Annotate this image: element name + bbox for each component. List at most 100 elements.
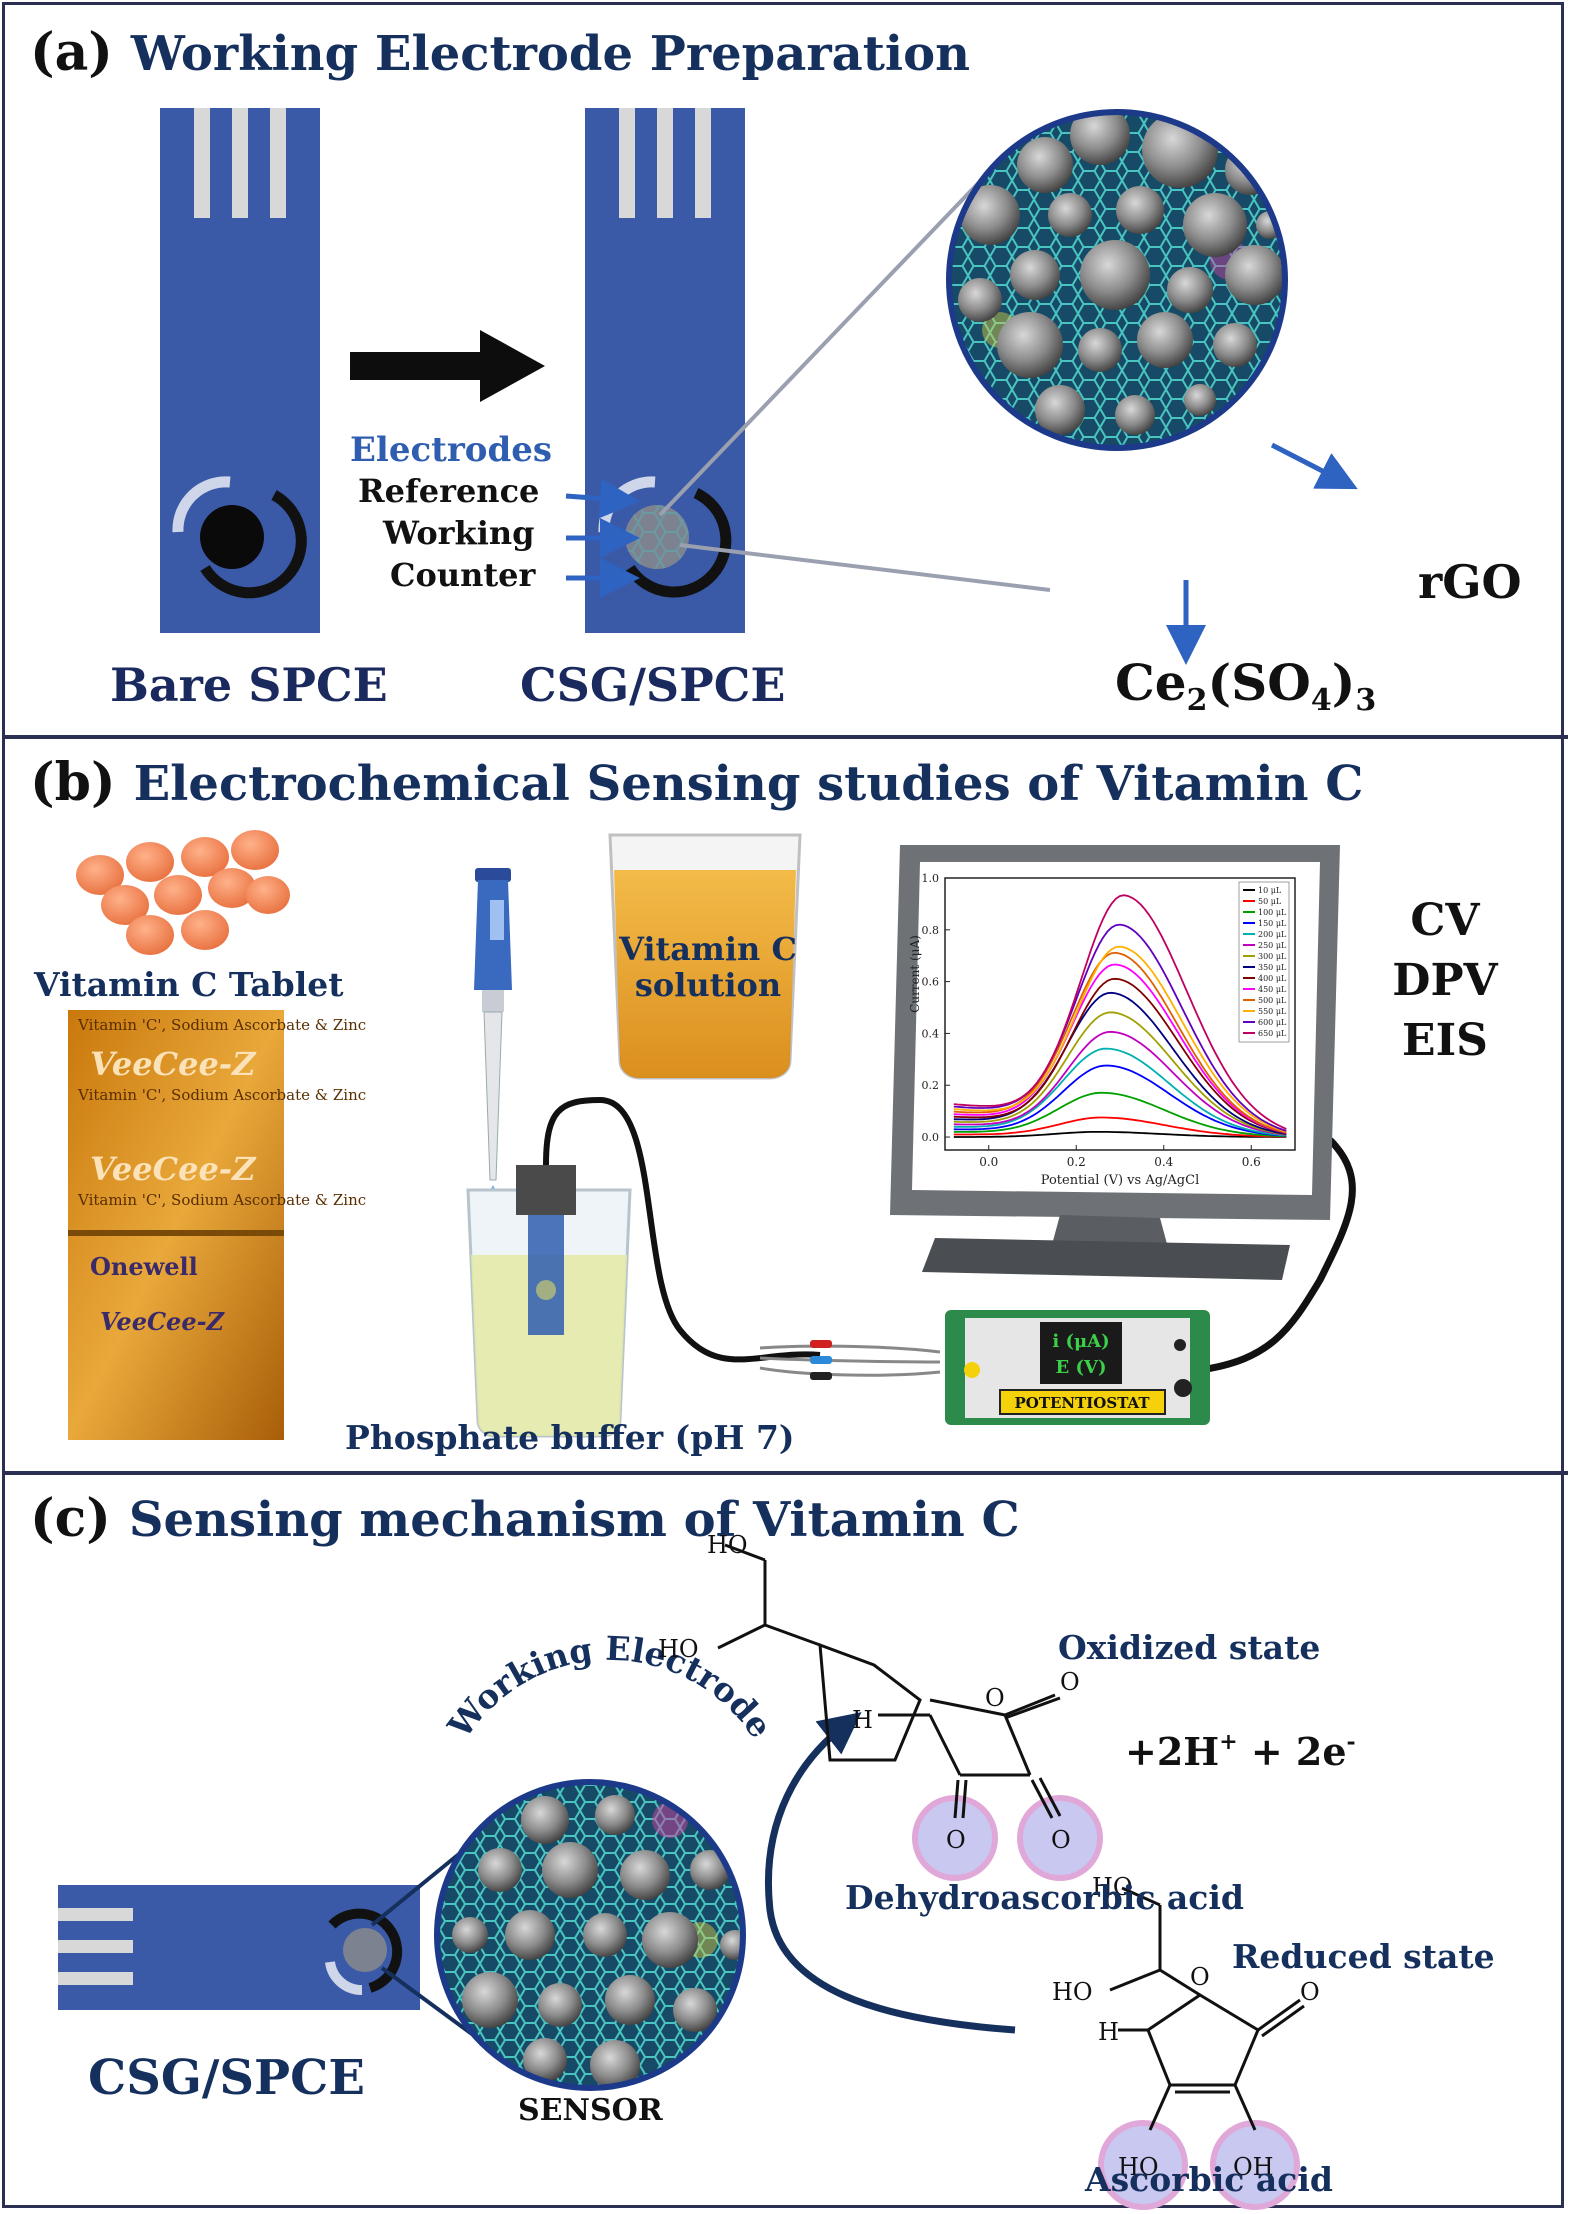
solution-label-2: solution bbox=[634, 966, 782, 1004]
reduced-state-label: Reduced state bbox=[1232, 1937, 1495, 1976]
legend-entry: 600 μL bbox=[1258, 1018, 1287, 1027]
series-line bbox=[953, 1030, 1287, 1136]
y-axis-label: Current (μA) bbox=[908, 935, 922, 1013]
legend-entry: 500 μL bbox=[1258, 996, 1287, 1005]
legend-entry: 300 μL bbox=[1258, 952, 1287, 961]
svg-text:E (V): E (V) bbox=[1056, 1357, 1107, 1378]
ascorbic-structure-icon: HO HO H O O HO OH bbox=[1052, 1873, 1320, 2210]
svg-text:O: O bbox=[1060, 1668, 1080, 1696]
legend-entry: 10 μL bbox=[1258, 886, 1282, 895]
legend-entry: 400 μL bbox=[1258, 974, 1287, 983]
bare-electrode-icon bbox=[160, 108, 320, 633]
ce2so43-label: Ce2(SO4)3 bbox=[1115, 653, 1376, 718]
panel-a-graphics: Ce2(SO4)3 bbox=[160, 108, 1376, 718]
panel-a-title: Working Electrode Preparation bbox=[130, 26, 971, 82]
modified-electrode-icon bbox=[585, 108, 745, 633]
csg-spce-label: CSG/SPCE bbox=[520, 658, 786, 712]
svg-text:O: O bbox=[1051, 1826, 1071, 1854]
svg-text:VeeCee-Z: VeeCee-Z bbox=[90, 1045, 257, 1083]
y-tick-label: 0.2 bbox=[922, 1079, 940, 1092]
x-tick-label: 0.0 bbox=[979, 1155, 998, 1169]
y-tick-label: 0.8 bbox=[922, 924, 940, 937]
legend-entry: 550 μL bbox=[1258, 1007, 1287, 1016]
sensor-zoom-icon bbox=[434, 1779, 746, 2091]
rgo-label: rGO bbox=[1418, 555, 1522, 609]
legend-entry: 450 μL bbox=[1258, 985, 1287, 994]
x-tick-label: 0.2 bbox=[1067, 1155, 1086, 1169]
x-tick-label: 0.4 bbox=[1154, 1155, 1173, 1169]
tablet-label: Vitamin C Tablet bbox=[34, 965, 344, 1004]
legend-entry: 250 μL bbox=[1258, 941, 1287, 950]
blister-pack-icon: Vitamin 'C', Sodium Ascorbate & Zinc Vee… bbox=[68, 1010, 366, 1440]
svg-text:Onewell: Onewell bbox=[90, 1252, 198, 1281]
reaction-text: +2H+ + 2e- bbox=[1125, 1729, 1356, 1774]
buffer-label: Phosphate buffer (pH 7) bbox=[345, 1418, 795, 1457]
series-line bbox=[953, 923, 1287, 1132]
curved-arrow-icon bbox=[765, 1712, 1016, 2034]
reference-label: Reference bbox=[358, 472, 540, 510]
y-tick-label: 0.0 bbox=[922, 1131, 940, 1144]
x-axis-label: Potential (V) vs Ag/AgCl bbox=[1041, 1173, 1199, 1188]
beaker-icon bbox=[608, 833, 802, 1080]
potentiostat-icon: i (μA) E (V) POTENTIOSTAT bbox=[945, 1310, 1210, 1425]
legend-entry: 50 μL bbox=[1258, 897, 1282, 906]
nanocomposite-zoom-icon bbox=[946, 109, 1288, 451]
svg-text:O: O bbox=[946, 1826, 966, 1854]
legend-entry: 100 μL bbox=[1258, 908, 1287, 917]
series-line bbox=[953, 1116, 1287, 1138]
legend-entry: 200 μL bbox=[1258, 930, 1287, 939]
chart-frame bbox=[944, 877, 1296, 1151]
svg-text:i (μA): i (μA) bbox=[1052, 1331, 1109, 1352]
svg-text:VeeCee-Z: VeeCee-Z bbox=[100, 1307, 226, 1336]
panel-a-letter: (a) bbox=[30, 22, 113, 83]
technique-eis: EIS bbox=[1402, 1015, 1488, 1066]
bare-spce-label: Bare SPCE bbox=[110, 658, 388, 712]
working-electrode-arc-label: Working Electrode bbox=[440, 1629, 780, 1746]
counter-label: Counter bbox=[390, 556, 536, 594]
solution-label-1: Vitamin C bbox=[619, 930, 797, 968]
svg-text:HO: HO bbox=[1118, 2153, 1159, 2181]
electrodes-heading: Electrodes bbox=[350, 430, 553, 470]
svg-text:HO: HO bbox=[1052, 1978, 1093, 2006]
svg-text:H: H bbox=[852, 1706, 873, 1734]
series-line bbox=[953, 1131, 1287, 1138]
technique-dpv: DPV bbox=[1392, 955, 1498, 1006]
dehydroascorbic-label: Dehydroascorbic acid bbox=[845, 1878, 1244, 1917]
legend-entry: 150 μL bbox=[1258, 919, 1287, 928]
csg-spce-sensor-label: CSG/SPCE bbox=[88, 2050, 365, 2106]
svg-text:HO: HO bbox=[1092, 1873, 1133, 1901]
separator-b-c bbox=[2, 1471, 1568, 1475]
legend-entry: 650 μL bbox=[1258, 1029, 1287, 1038]
ascorbic-acid-label: Ascorbic acid bbox=[1085, 2160, 1333, 2199]
series-line bbox=[953, 1011, 1287, 1136]
y-tick-label: 0.4 bbox=[922, 1027, 940, 1040]
working-label: Working bbox=[383, 514, 535, 552]
series-line bbox=[953, 963, 1287, 1134]
panel-a-heading: (a) Working Electrode Preparation bbox=[30, 22, 970, 83]
sensor-label: SENSOR bbox=[518, 2093, 663, 2128]
svg-text:H: H bbox=[1098, 2018, 1119, 2046]
tablet-icon bbox=[76, 830, 290, 955]
oxidized-state-label: Oxidized state bbox=[1058, 1628, 1321, 1667]
panel-b-graphics: Vitamin 'C', Sodium Ascorbate & Zinc Vee… bbox=[68, 830, 1356, 1440]
svg-text:POTENTIOSTAT: POTENTIOSTAT bbox=[1014, 1394, 1150, 1412]
x-tick-label: 0.6 bbox=[1242, 1155, 1261, 1169]
y-tick-label: 1.0 bbox=[922, 872, 940, 885]
series-line bbox=[953, 1091, 1287, 1138]
svg-text:O: O bbox=[1300, 1978, 1320, 2006]
svg-text:O: O bbox=[1190, 1963, 1210, 1991]
panel-b-heading: (b)Electrochemical Sensing studies of Vi… bbox=[30, 752, 1363, 813]
series-line bbox=[953, 894, 1287, 1130]
series-line bbox=[953, 1047, 1287, 1137]
svg-text:HO: HO bbox=[658, 1635, 699, 1663]
electrochemical-cell-icon bbox=[466, 1165, 632, 1438]
panel-c-heading: (c)Sensing mechanism of Vitamin C bbox=[30, 1488, 1020, 1549]
legend-entry: 350 μL bbox=[1258, 963, 1287, 972]
svg-text:Vitamin 'C', Sodium Ascorbate: Vitamin 'C', Sodium Ascorbate & Zinc bbox=[77, 1016, 366, 1034]
separator-a-b bbox=[2, 735, 1568, 739]
svg-text:OH: OH bbox=[1233, 2153, 1274, 2181]
panel-c-title: Sensing mechanism of Vitamin C bbox=[128, 1492, 1020, 1548]
series-line bbox=[953, 977, 1287, 1135]
